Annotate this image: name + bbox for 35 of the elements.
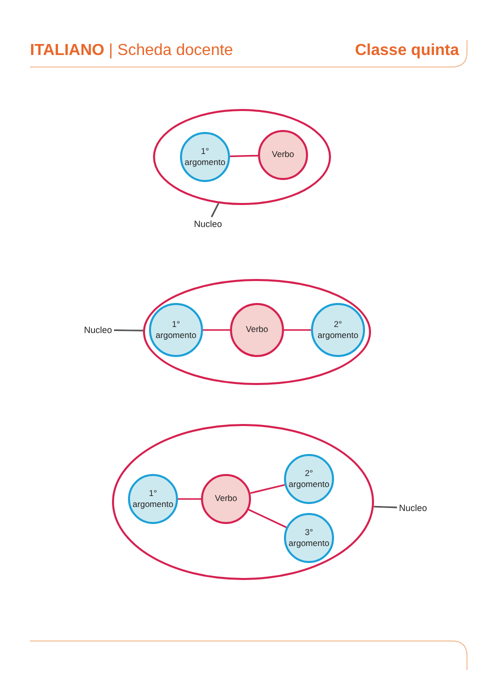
argument-circle (180, 132, 230, 182)
connector-line (250, 484, 285, 494)
node-label: Verbo (246, 324, 268, 336)
argument-circle (284, 454, 334, 504)
class-label: Classe quinta (355, 42, 460, 60)
connector-line (284, 329, 311, 331)
argument-circle (311, 303, 365, 357)
node-label: 2° argomento (288, 468, 330, 490)
nucleus-label: Nucleo (194, 219, 222, 229)
node-label: Verbo (272, 149, 294, 161)
leader-line (114, 329, 144, 332)
node-label: 1° argomento (132, 488, 174, 510)
nucleus-label: Nucleo (398, 503, 427, 513)
nucleus-ellipse (112, 424, 374, 580)
leader-line (374, 506, 398, 508)
connector-line (178, 498, 201, 500)
verb-circle (258, 130, 308, 180)
nucleus-label: Nucleo (84, 325, 112, 335)
argument-circle (149, 303, 203, 357)
node-label: Verbo (214, 493, 238, 505)
nucleus-ellipse (153, 109, 331, 205)
node-label: 1° argomento (154, 318, 198, 342)
node-label: 1° argomento (184, 146, 226, 168)
argument-circle (128, 474, 178, 524)
connector-line (203, 329, 230, 331)
node-label: 3° argomento (288, 526, 330, 550)
verb-circle (201, 474, 251, 524)
page-title: ITALIANO | Scheda docente (30, 42, 234, 60)
argument-circle (284, 513, 334, 563)
connector-line (230, 154, 258, 158)
verb-circle (230, 303, 284, 357)
node-label: 2° argomento (316, 318, 360, 342)
nucleus-ellipse (143, 279, 371, 385)
connector-line (248, 508, 287, 528)
leader-line (210, 202, 220, 218)
